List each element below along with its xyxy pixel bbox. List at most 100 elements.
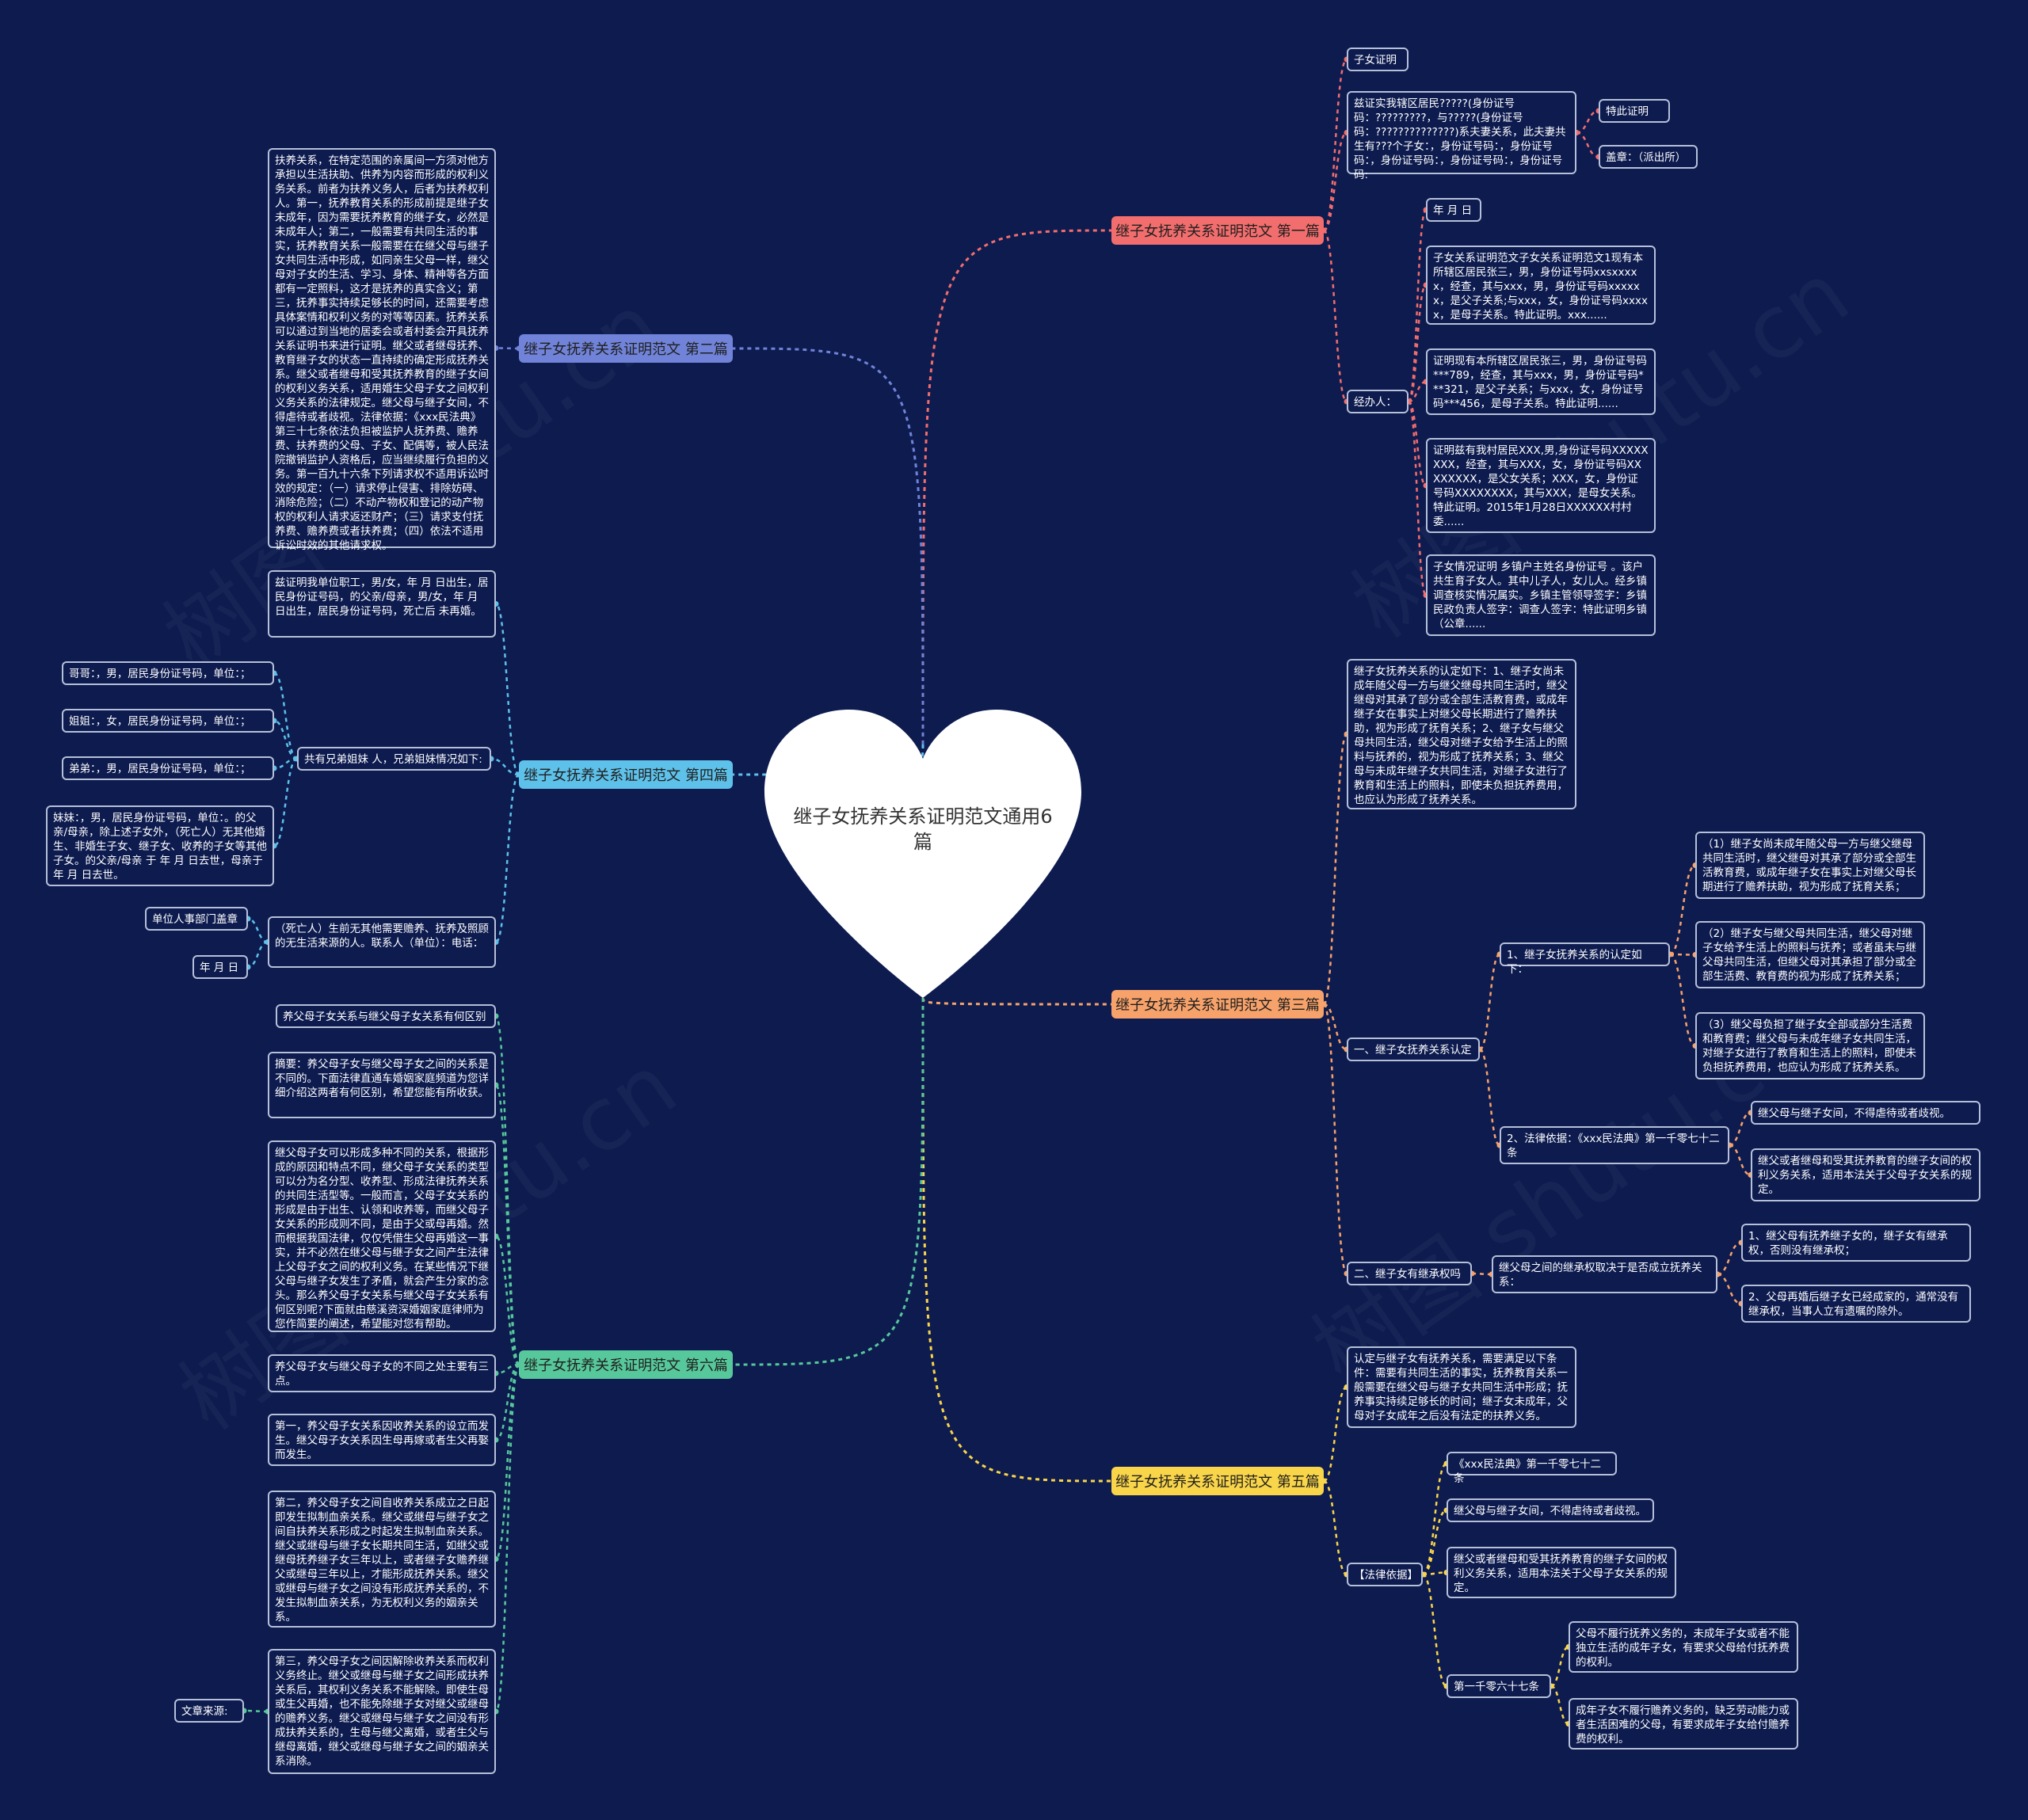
branch-connector [921, 229, 1112, 745]
p1-child-certificate[interactable]: 子女证明 [1347, 48, 1409, 71]
connector [1322, 229, 1348, 403]
connector [1717, 1241, 1742, 1276]
branch-5[interactable]: 继子女抚养关系证明范文 第五篇 [1111, 1467, 1324, 1495]
p3-item-3[interactable]: （3）继父母负担了继子女全部或部分生活费和教育费；继父母与未成年继子女共同生活，… [1695, 1012, 1925, 1079]
connector [247, 941, 269, 969]
p4-date[interactable]: 年 月 日 [193, 955, 248, 979]
p6-abstract[interactable]: 摘要：养父母子女与继父母子女之间的关系是不同的。下面法律直通车婚姻家庭频道为您详… [268, 1052, 496, 1118]
connector [1717, 1273, 1742, 1305]
center-heart-shape [764, 710, 1081, 998]
p4-elder-brother[interactable]: 哥哥：，男，居民身份证号码，单位：； [62, 661, 274, 685]
p3-summary[interactable]: 继子女抚养关系的认定如下：1、继子女尚未成年随父母一方与继父继母共同生活时，继父… [1347, 659, 1576, 809]
p3-item-2[interactable]: （2）继子女与继父母共同生活，继父母对继子女给予生活上的照料与抚养；或者虽未与继… [1695, 921, 1925, 988]
p5-parent-duty[interactable]: 父母不履行抚养义务的，未成年子女或者不能独立生活的成年子女，有要求父母给付抚养费… [1569, 1621, 1798, 1673]
connector [273, 672, 298, 760]
connector [1323, 131, 1348, 232]
connector [1550, 1646, 1569, 1688]
p4-no-dependents[interactable]: （死亡人）生前无其他需要赡养、抚养及照顾的无生活来源的人。联系人（单位）：电话： [268, 916, 496, 968]
connector [1576, 131, 1599, 158]
p6-difference-2[interactable]: 第二，养父母子女之间自收养关系成立之日起即发生拟制血亲关系。继父或继母与继子女之… [268, 1491, 496, 1628]
connector [1669, 953, 1696, 956]
p4-certificate[interactable]: 兹证明我单位职工，男/女，年 月 日出生，居民身份证号码，的父亲/母亲，男/女，… [268, 570, 496, 638]
connector [1478, 953, 1501, 1051]
branch-1[interactable]: 继子女抚养关系证明范文 第一篇 [1111, 216, 1324, 245]
p4-siblings[interactable]: 共有兄弟姐妹 人，兄弟姐妹情况如下: [297, 747, 491, 771]
connector [1478, 1048, 1501, 1147]
p1-date[interactable]: 年 月 日 [1426, 198, 1481, 222]
center-title[interactable]: 继子女抚养关系证明范文通用6篇 [793, 805, 1053, 853]
branch-2[interactable]: 继子女抚养关系证明范文 第二篇 [519, 334, 733, 363]
connector [1407, 400, 1428, 487]
p1-sample-1[interactable]: 子女关系证明范文子女关系证明范文1现有本所辖区居民张三，男，身份证号码xxsxx… [1426, 246, 1656, 325]
connector [1323, 1386, 1348, 1483]
p1-sample-4[interactable]: 子女情况证明 乡镇户主姓名身份证号 。该户共生育子女人。其中儿子人，女儿人。经乡… [1426, 554, 1656, 636]
connector [494, 603, 520, 776]
p5-rights-duties[interactable]: 继父或者继母和受其抚养教育的继子女间的权利义务关系，适用本法关于父母子女关系的规… [1447, 1547, 1676, 1598]
connector [1669, 953, 1696, 1047]
connector [247, 917, 269, 943]
p5-no-abuse[interactable]: 继父母与继子女间，不得虐待或者歧视。 [1447, 1498, 1654, 1522]
connector [495, 1363, 520, 1441]
p6-three-differences[interactable]: 养父母子女与继父母子女的不同之处主要有三点。 [268, 1354, 496, 1392]
p6-title[interactable]: 养父母子女关系与继父母子女关系有何区别 [276, 1004, 496, 1028]
connector [1407, 208, 1428, 403]
p1-police-seal[interactable]: 盖章：（派出所） [1599, 145, 1698, 169]
p2-text[interactable]: 扶养关系，在特定范围的亲属间一方须对他方承担以生活扶助、供养为内容而形成的权利义… [268, 148, 496, 552]
p1-certificate-text[interactable]: 兹证实我辖区居民?????(身份证号码：?????????，与?????(身份证… [1347, 91, 1576, 181]
p3-recognition[interactable]: 1、继子女抚养关系的认定如下： [1500, 942, 1670, 976]
p1-sample-2[interactable]: 证明现有本所辖区居民张三，男，身份证号码***789，经查，其与xxx，男，身份… [1426, 348, 1656, 415]
connector [1322, 733, 1348, 1006]
p5-article-1072[interactable]: 《xxx民法典》第一千零七十二条 [1447, 1452, 1617, 1485]
connector [495, 347, 520, 350]
p6-difference-3[interactable]: 第三，养父母子女之间因解除收养关系而权利义务终止。继父或继母与继子女之间形成扶养… [268, 1649, 496, 1774]
p4-younger-brother[interactable]: 弟弟：，男，居民身份证号码，单位：； [62, 756, 274, 780]
branch-connector [732, 347, 924, 745]
p3-no-abuse[interactable]: 继父母与继子女间，不得虐待或者歧视。 [1751, 1101, 1980, 1125]
p6-source[interactable]: 文章来源: [174, 1699, 244, 1723]
p6-types[interactable]: 继父母子女可以形成多种不同的关系，根据形成的原因和特点不同，继父母子女关系的类型… [268, 1140, 496, 1332]
connector [494, 773, 520, 943]
p3-inheritance[interactable]: 继父母之间的继承权取决于是否成立抚养关系： [1492, 1255, 1717, 1293]
p3-inherit-yes[interactable]: 1、继父母有抚养继子女的，继子女有继承权，否则没有继承权； [1741, 1224, 1971, 1262]
connector [1323, 1003, 1348, 1051]
p3-item-1[interactable]: （1）继子女尚未成年随父母一方与继父继母共同生活时，继父继母对其承了部分或全部生… [1695, 832, 1925, 899]
connector [1669, 864, 1696, 956]
connector [1576, 109, 1599, 134]
p4-younger-sister[interactable]: 妹妹：，男，居民身份证号码，单位：。的父亲/母亲，除上述子女外，（死亡人）无其他… [46, 805, 274, 886]
p6-difference-1[interactable]: 第一，养父母子女关系因收养关系的设立而发生。继父母子女关系因生母再嫁或者生父再娶… [268, 1414, 496, 1466]
p5-legal-basis[interactable]: 【法律依据】 [1347, 1563, 1423, 1586]
connector [1407, 284, 1428, 403]
p1-handler[interactable]: 经办人： [1347, 390, 1409, 413]
connector [273, 719, 298, 760]
p5-conditions[interactable]: 认定与继子女有抚养关系，需要满足以下条件：需要有共同生活的事实，抚养教育关系一般… [1347, 1346, 1576, 1428]
p5-article-1067[interactable]: 第一千零六十七条 [1447, 1674, 1551, 1698]
p3-inherit-no[interactable]: 2、父母再婚后继子女已经成家的，通常没有继承权，当事人立有遗嘱的除外。 [1741, 1285, 1971, 1323]
connector [1422, 1462, 1447, 1576]
p3-section-2[interactable]: 二、继子女有继承权吗 [1347, 1262, 1472, 1285]
connector [494, 1015, 520, 1366]
p3-section-1[interactable]: 一、继子女抚养关系认定 [1347, 1038, 1480, 1061]
branch-connector [921, 997, 1112, 1483]
connector [494, 1363, 520, 1713]
p3-legal-basis[interactable]: 2、法律依据：《xxx民法典》第一千零七十二条 [1500, 1126, 1729, 1164]
p4-elder-sister[interactable]: 姐姐：，女，居民身份证号码，单位：； [62, 709, 274, 733]
branch-3[interactable]: 继子女抚养关系证明范文 第三篇 [1111, 990, 1324, 1019]
connector [1322, 58, 1348, 232]
connector [490, 757, 520, 776]
connector [494, 1363, 520, 1560]
connector [1422, 1573, 1447, 1688]
connector [1729, 1111, 1752, 1147]
branch-4[interactable]: 继子女抚养关系证明范文 第四篇 [519, 760, 733, 789]
p5-child-duty[interactable]: 成年子女不履行赡养义务的，缺乏劳动能力或者生活困难的父母，有要求成年子女给付赡养… [1569, 1698, 1798, 1750]
p3-rights-duties[interactable]: 继父或者继母和受其抚养教育的继子女间的权利义务关系，适用本法关于父母子女关系的规… [1751, 1148, 1980, 1201]
p1-hereby-certify[interactable]: 特此证明 [1599, 99, 1670, 123]
p4-hr-seal[interactable]: 单位人事部门盖章 [145, 907, 248, 931]
connector [273, 757, 298, 847]
connector [494, 1083, 520, 1366]
connector [1550, 1685, 1569, 1725]
branch-6[interactable]: 继子女抚养关系证明范文 第六篇 [519, 1350, 733, 1379]
connector [494, 1235, 520, 1366]
p1-sample-3[interactable]: 证明兹有我村居民XXX,男,身份证号码XXXXXXXX，经查，其与XXX，女，身… [1426, 438, 1656, 533]
branch-connector [732, 997, 924, 1366]
connector [1729, 1144, 1752, 1176]
